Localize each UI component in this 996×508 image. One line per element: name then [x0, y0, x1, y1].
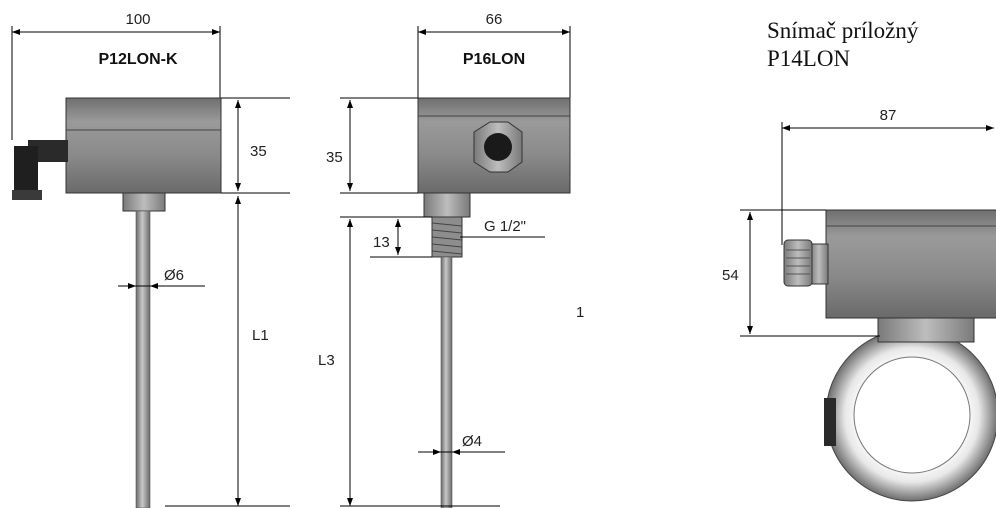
p16-model-label: P16LON: [463, 51, 525, 68]
p14-pipe-bore: [853, 356, 971, 474]
p12-width-label: 100: [125, 11, 150, 28]
p16-hex-nut: [423, 192, 471, 218]
p12-housing: [65, 97, 222, 194]
p12-length-label: L1: [252, 327, 269, 344]
p16-diameter-label: Ø4: [462, 433, 482, 450]
p14-title-line2: P14LON: [767, 46, 850, 71]
stray-mark: 1: [576, 304, 584, 321]
p14-clamp-band: [877, 317, 975, 343]
p16-length-label: L3: [318, 352, 335, 369]
p12-height-label: 35: [250, 143, 267, 160]
dimension-arrowheads: [12, 29, 994, 506]
p14-housing: [825, 209, 996, 319]
p14-title-line1: Snímač príložný: [767, 18, 919, 43]
p16-thread-label: G 1/2": [484, 218, 526, 235]
p12-connector-plug: [14, 146, 38, 190]
p16-thread-length-label: 13: [373, 234, 390, 251]
p16lon-sensor: 66 P16LON 35 13 G 1/2": [318, 11, 571, 508]
p16-rod: [440, 256, 453, 508]
p16-thread-lines: [431, 222, 463, 255]
p16-height-label: 35: [326, 149, 343, 166]
p12-connector-pins: [12, 190, 42, 200]
p14-width-label: 87: [880, 107, 897, 124]
p14-gland-nut: [809, 243, 829, 285]
p14-height-label: 54: [722, 267, 739, 284]
p12lon-k-sensor: 100 P12LON-K 35 L1 Ø6: [11, 11, 290, 508]
p14lon-sensor: Snímač príložný P14LON 87 54: [722, 18, 996, 502]
p12-neck: [122, 192, 166, 212]
p14-clamp-screw: [824, 398, 836, 446]
p14-gland-ribs: [786, 249, 810, 275]
p16-width-label: 66: [486, 11, 503, 28]
p14-cable-gland: [783, 239, 813, 287]
p12-model-label: P12LON-K: [98, 51, 178, 68]
p16-gland-hole: [484, 133, 512, 161]
p12-diameter-label: Ø6: [164, 267, 184, 284]
p12-rod: [135, 210, 151, 508]
